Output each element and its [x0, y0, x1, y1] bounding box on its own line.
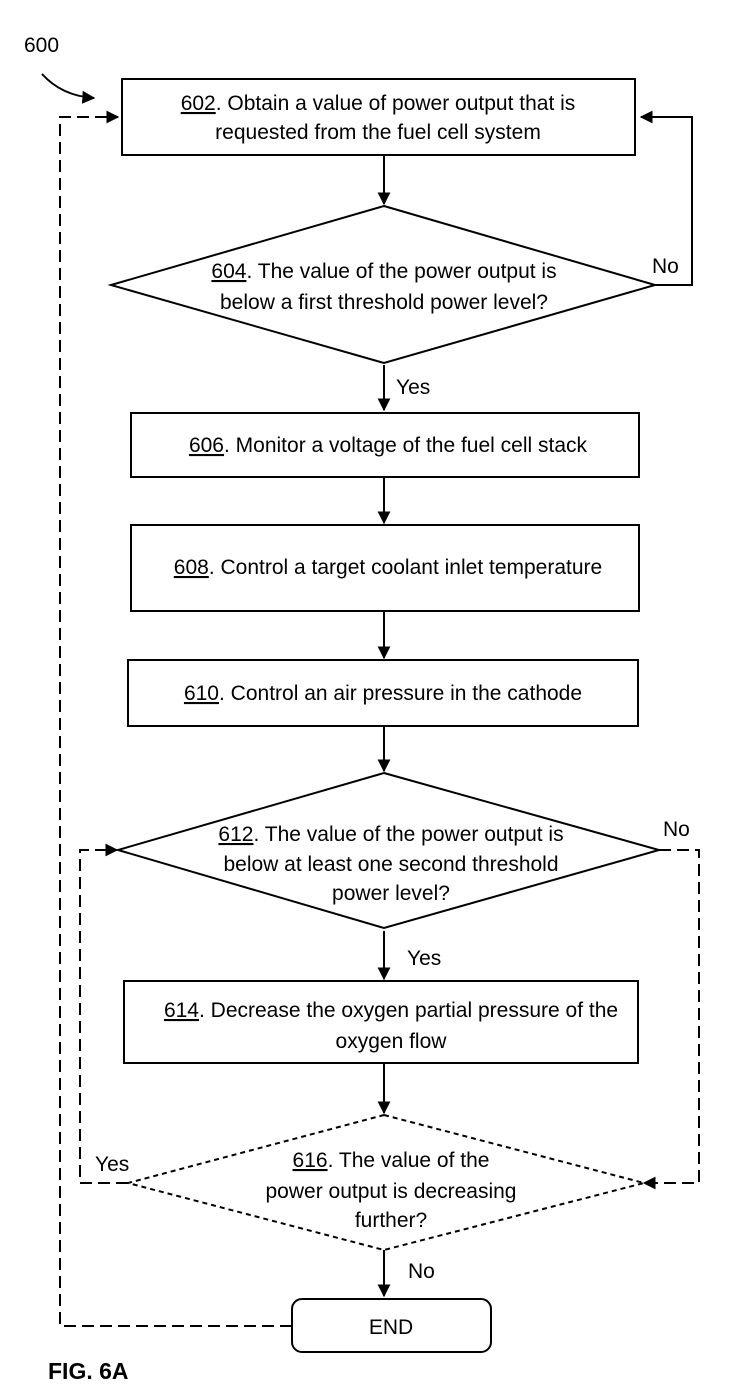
- step-602-line-1: . Obtain a value of power output that is: [216, 92, 576, 115]
- decision-612-line-2: below at least one second threshold: [223, 853, 558, 876]
- figure-pointer: [42, 74, 94, 98]
- decision-616-line-3: further?: [355, 1209, 427, 1232]
- figure-caption: FIG. 6A: [48, 1358, 129, 1384]
- decision-612-line-3: power level?: [332, 882, 450, 905]
- step-606-box: 606. Monitor a voltage of the fuel cell …: [131, 413, 639, 477]
- label-yes-616: Yes: [95, 1153, 129, 1176]
- step-606-line-1: . Monitor a voltage of the fuel cell sta…: [224, 434, 588, 457]
- ref-614: 614: [164, 999, 199, 1022]
- svg-text:612. The value of the power ou: 612. The value of the power output is: [218, 823, 563, 846]
- decision-604: 604. The value of the power output is be…: [111, 206, 655, 363]
- svg-text:610. Control an air pressure i: 610. Control an air pressure in the cath…: [184, 682, 582, 705]
- step-614-box: 614. Decrease the oxygen partial pressur…: [124, 981, 638, 1063]
- svg-text:608. Control a target coolant: 608. Control a target coolant inlet temp…: [174, 556, 602, 579]
- step-610-line-1: . Control an air pressure in the cathode: [219, 682, 582, 705]
- decision-616-line-1: . The value of the: [328, 1149, 490, 1172]
- decision-616-line-2: power output is decreasing: [266, 1180, 517, 1203]
- svg-text:616. The value of the: 616. The value of the: [293, 1149, 490, 1172]
- decision-612: 612. The value of the power output is be…: [118, 773, 659, 928]
- svg-text:606. Monitor a voltage of the: 606. Monitor a voltage of the fuel cell …: [189, 434, 588, 457]
- svg-text:604. The value of the power ou: 604. The value of the power output is: [211, 260, 556, 283]
- step-608-line-1: . Control a target coolant inlet tempera…: [209, 556, 602, 579]
- ref-604: 604: [211, 260, 246, 283]
- step-602-box: 602. Obtain a value of power output that…: [122, 79, 635, 155]
- step-610-box: 610. Control an air pressure in the cath…: [128, 660, 638, 726]
- label-no-604: No: [652, 255, 679, 278]
- ref-602: 602: [181, 92, 216, 115]
- ref-608: 608: [174, 556, 209, 579]
- step-608-box: 608. Control a target coolant inlet temp…: [131, 525, 639, 611]
- decision-612-line-1: . The value of the power output is: [253, 823, 563, 846]
- ref-610: 610: [184, 682, 219, 705]
- label-no-616: No: [408, 1260, 435, 1283]
- label-yes-604: Yes: [396, 376, 430, 399]
- end-terminal: END: [292, 1299, 491, 1352]
- ref-616: 616: [293, 1149, 328, 1172]
- step-602-line-2: requested from the fuel cell system: [215, 121, 541, 144]
- label-no-612: No: [663, 818, 690, 841]
- end-label: END: [369, 1316, 413, 1339]
- step-614-line-2: oxygen flow: [336, 1030, 448, 1053]
- step-614-line-1: . Decrease the oxygen partial pressure o…: [199, 999, 618, 1022]
- ref-612: 612: [218, 823, 253, 846]
- decision-616: 616. The value of the power output is de…: [128, 1115, 644, 1250]
- figure-number: 600: [24, 34, 59, 57]
- ref-606: 606: [189, 434, 224, 457]
- decision-604-line-2: below a first threshold power level?: [220, 291, 548, 314]
- label-yes-612: Yes: [407, 947, 441, 970]
- decision-604-line-1: . The value of the power output is: [246, 260, 556, 283]
- svg-text:602. Obtain a value of power o: 602. Obtain a value of power output that…: [181, 92, 576, 115]
- svg-text:614. Decrease the oxygen parti: 614. Decrease the oxygen partial pressur…: [164, 999, 618, 1022]
